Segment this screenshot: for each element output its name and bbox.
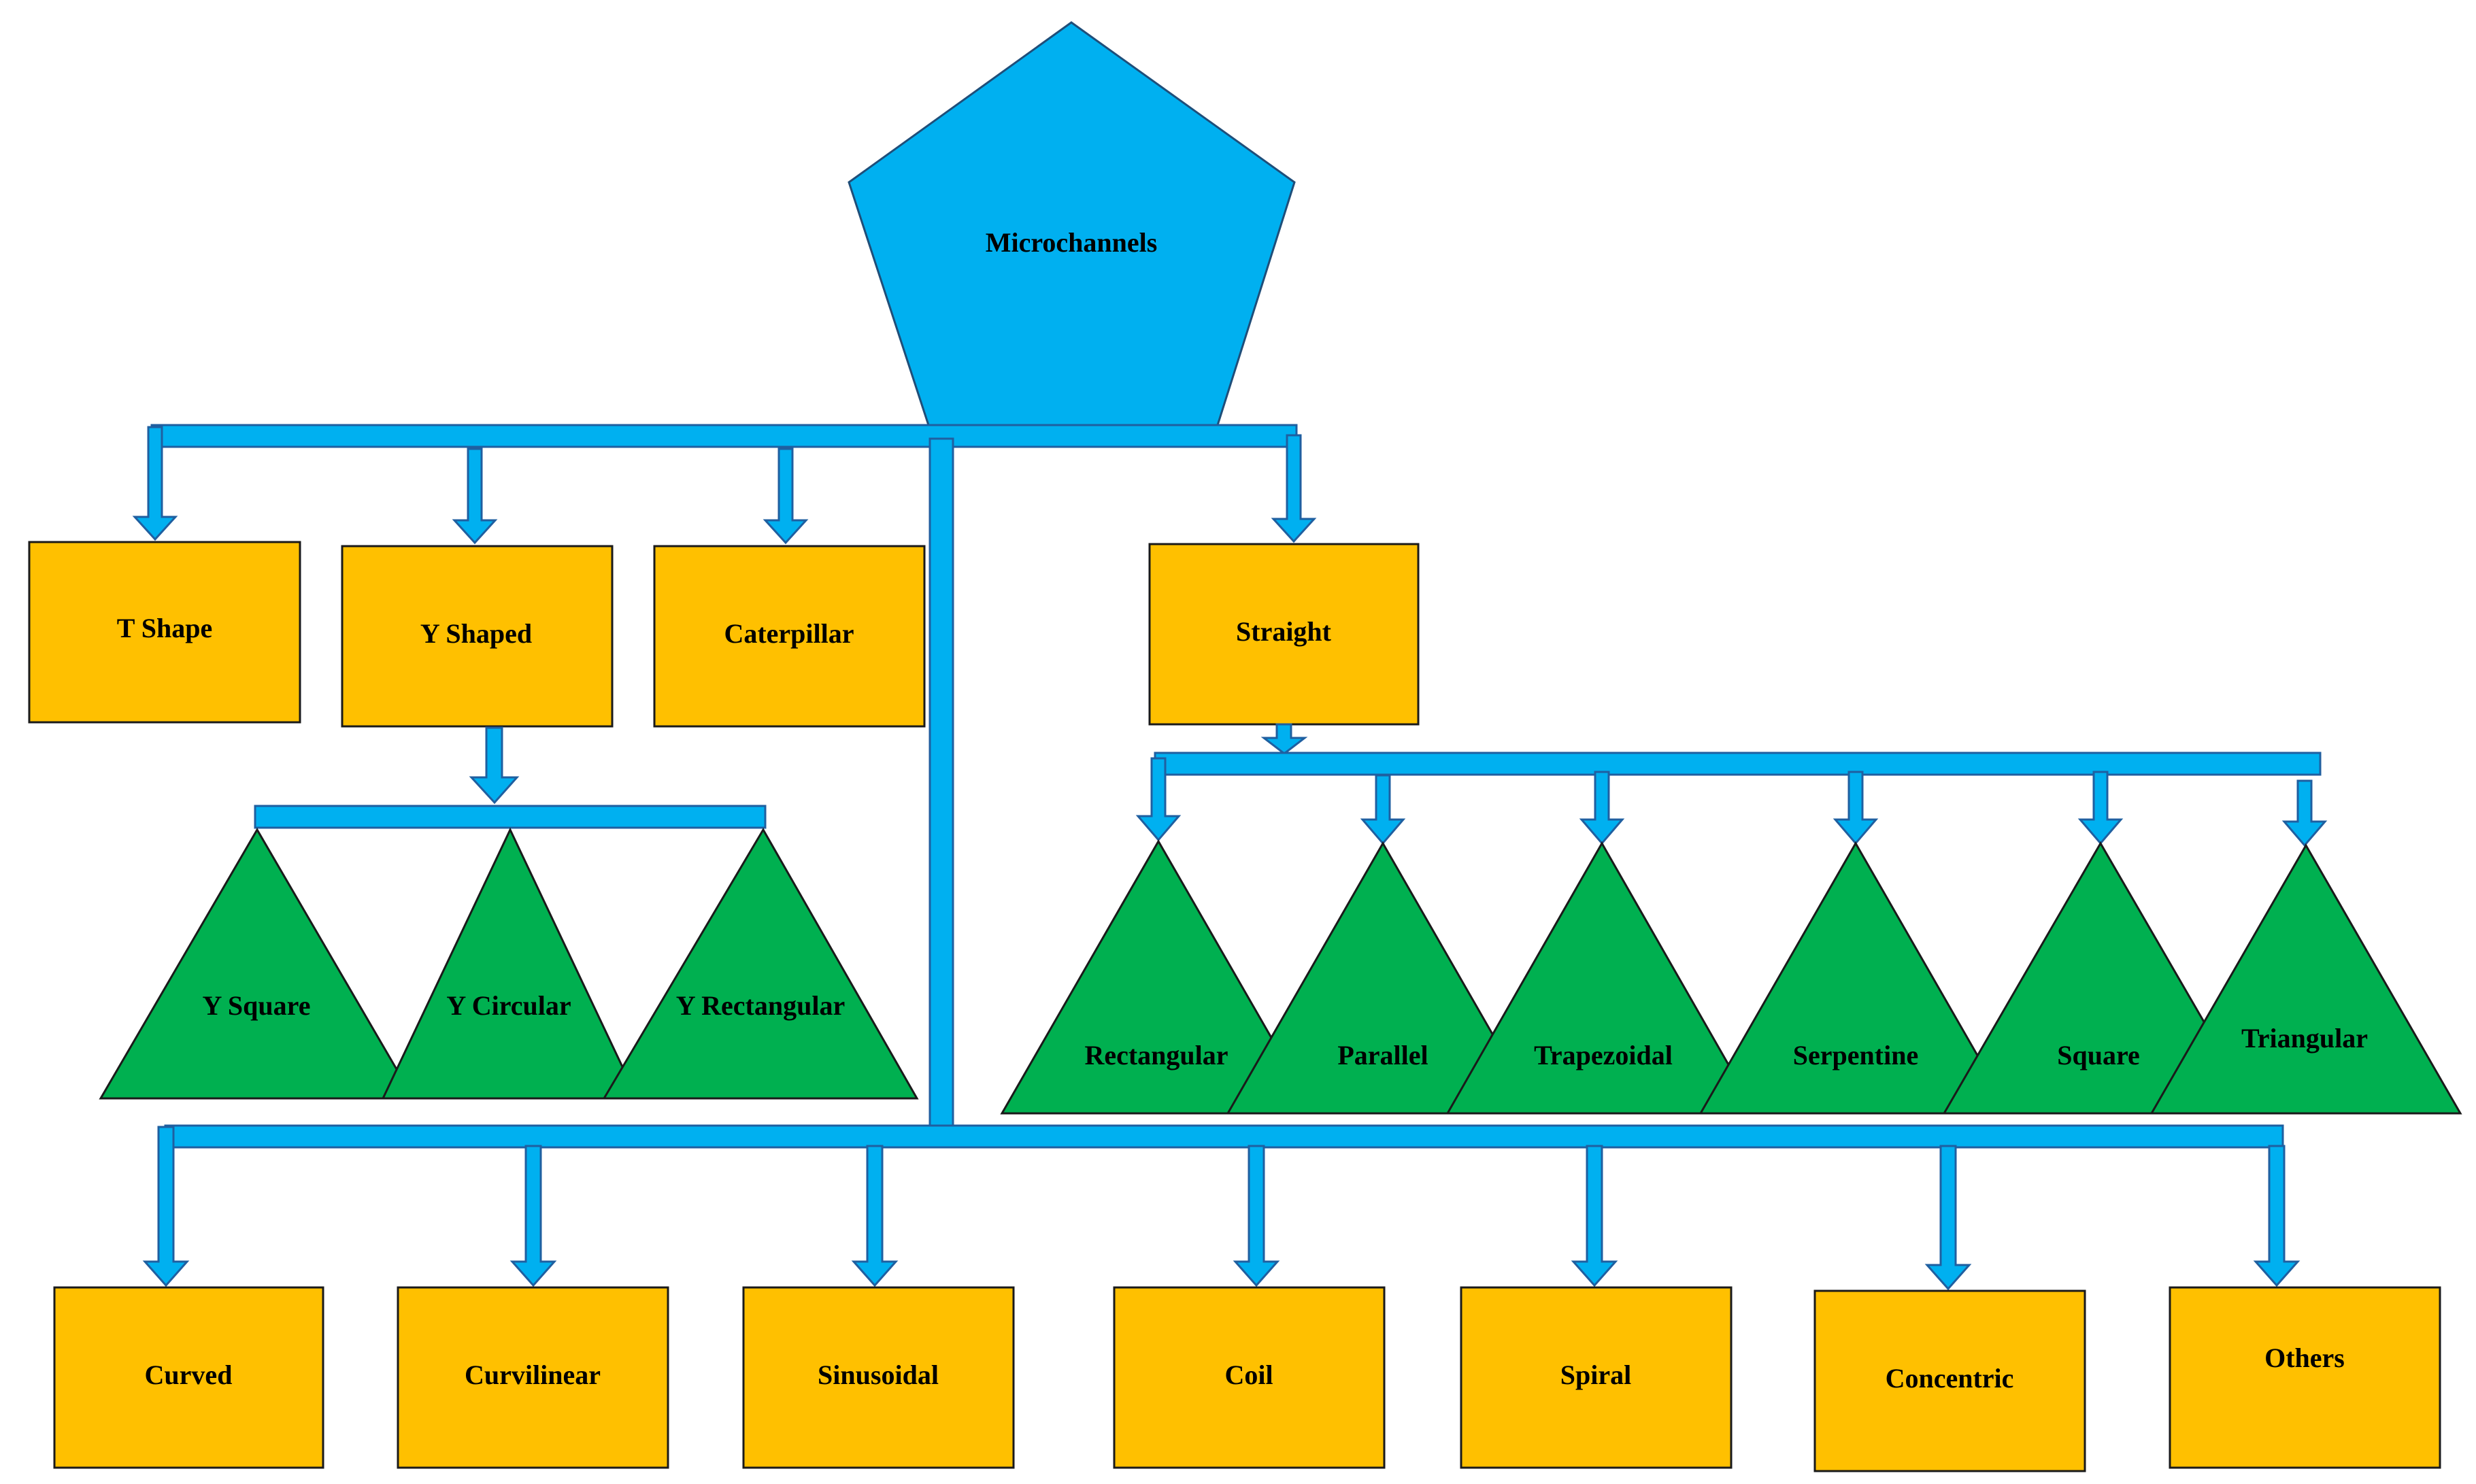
root-pentagon-shape bbox=[848, 21, 1296, 426]
t-shape-box bbox=[28, 541, 301, 724]
arrow-to-parallel bbox=[1360, 774, 1406, 845]
node-concentric: Concentric bbox=[1813, 1289, 2086, 1472]
arrow-to-spiral bbox=[1571, 1145, 1618, 1287]
parallel-triangle bbox=[1226, 841, 1540, 1115]
curvilinear-box bbox=[397, 1286, 669, 1469]
others-box bbox=[2169, 1286, 2441, 1469]
straight-children: Rectangular Parallel Trapezoidal Serpent… bbox=[1000, 839, 2462, 1115]
triangular-label: Triangular bbox=[2241, 1023, 2368, 1053]
curved-label: Curved bbox=[145, 1360, 233, 1390]
arrow-to-trapezoidal bbox=[1579, 771, 1625, 845]
node-trapezoidal: Trapezoidal bbox=[1445, 841, 1758, 1115]
node-rectangular: Rectangular bbox=[1000, 839, 1317, 1115]
arrow-to-caterpillar bbox=[763, 448, 809, 545]
node-serpentine: Serpentine bbox=[1699, 841, 2013, 1115]
serpentine-label: Serpentine bbox=[1793, 1040, 1918, 1070]
spiral-box bbox=[1460, 1286, 1733, 1469]
node-curvilinear: Curvilinear bbox=[397, 1286, 669, 1469]
arrow-to-serpentine bbox=[1833, 771, 1879, 845]
arrow-to-t-shape bbox=[132, 426, 178, 541]
y-rectangular-triangle bbox=[602, 828, 919, 1100]
straight-box bbox=[1148, 543, 1420, 726]
root-label: Microchannels bbox=[986, 227, 1158, 258]
spiral-label: Spiral bbox=[1560, 1360, 1631, 1390]
bottom-level-arrows bbox=[142, 1126, 2301, 1291]
serpentine-triangle bbox=[1699, 841, 2013, 1115]
y-rectangular-label: Y Rectangular bbox=[676, 990, 845, 1021]
bottom-level-nodes: Curved Curvilinear Sinusoidal Coil Spira… bbox=[53, 1286, 2441, 1472]
straight-label: Straight bbox=[1236, 616, 1332, 647]
top-level-arrows bbox=[132, 426, 1317, 545]
node-caterpillar: Caterpillar bbox=[653, 545, 926, 728]
arrow-to-square bbox=[2077, 771, 2124, 845]
node-t-shape: T Shape bbox=[28, 541, 301, 724]
arrow-to-others bbox=[2253, 1145, 2301, 1287]
concentric-box bbox=[1813, 1289, 2086, 1472]
top-level-nodes: T Shape Y Shaped Caterpillar Straight bbox=[28, 541, 1420, 728]
node-square: Square bbox=[1942, 841, 2259, 1115]
curved-box bbox=[53, 1286, 324, 1469]
node-y-square: Y Square bbox=[99, 828, 416, 1100]
arrow-to-curved bbox=[142, 1126, 190, 1287]
curvilinear-label: Curvilinear bbox=[465, 1360, 601, 1390]
arrow-y-shaped-down bbox=[469, 726, 520, 805]
rectangular-triangle bbox=[1000, 839, 1317, 1115]
node-parallel: Parallel bbox=[1226, 841, 1540, 1115]
node-curved: Curved bbox=[53, 1286, 324, 1469]
coil-label: Coil bbox=[1224, 1360, 1273, 1390]
node-spiral: Spiral bbox=[1460, 1286, 1733, 1469]
arrow-to-rectangular bbox=[1135, 757, 1182, 842]
sinusoidal-label: Sinusoidal bbox=[818, 1360, 939, 1390]
y-shaped-box bbox=[341, 545, 614, 728]
straight-child-arrows bbox=[1135, 757, 2328, 847]
y-shaped-connector-bar bbox=[254, 805, 767, 829]
concentric-label: Concentric bbox=[1886, 1363, 2014, 1394]
y-circular-label: Y Circular bbox=[446, 990, 571, 1021]
arrow-to-curvilinear bbox=[509, 1145, 557, 1287]
rectangular-label: Rectangular bbox=[1084, 1040, 1228, 1070]
node-y-shaped: Y Shaped bbox=[341, 545, 614, 728]
t-shape-label: T Shape bbox=[117, 613, 212, 643]
parallel-label: Parallel bbox=[1337, 1040, 1428, 1070]
node-sinusoidal: Sinusoidal bbox=[742, 1286, 1015, 1469]
arrow-straight-down bbox=[1260, 723, 1308, 755]
caterpillar-label: Caterpillar bbox=[724, 618, 854, 649]
sinusoidal-box bbox=[742, 1286, 1015, 1469]
arrow-to-concentric bbox=[1924, 1145, 1972, 1291]
caterpillar-box bbox=[653, 545, 926, 728]
straight-connector-bar bbox=[1154, 752, 2322, 776]
others-label: Others bbox=[2264, 1343, 2345, 1373]
node-coil: Coil bbox=[1113, 1286, 1386, 1469]
arrow-to-coil bbox=[1233, 1145, 1280, 1287]
node-y-rectangular: Y Rectangular bbox=[602, 828, 919, 1100]
y-square-label: Y Square bbox=[203, 990, 311, 1021]
root-node: Microchannels bbox=[848, 21, 1296, 426]
top-connector-bar bbox=[150, 424, 1298, 448]
node-others: Others bbox=[2169, 1286, 2441, 1469]
node-triangular: Triangular bbox=[2149, 843, 2462, 1115]
arrow-to-triangular bbox=[2281, 779, 2328, 847]
y-circular-triangle bbox=[381, 827, 639, 1100]
arrow-to-straight bbox=[1271, 434, 1317, 543]
trapezoidal-label: Trapezoidal bbox=[1534, 1040, 1673, 1070]
node-straight: Straight bbox=[1148, 543, 1420, 726]
node-y-circular: Y Circular bbox=[381, 827, 639, 1100]
y-shaped-children: Y Square Y Circular Y Rectangular bbox=[99, 827, 919, 1100]
coil-box bbox=[1113, 1286, 1386, 1469]
square-triangle bbox=[1942, 841, 2259, 1115]
y-shaped-label: Y Shaped bbox=[420, 618, 532, 649]
arrow-to-y-shaped bbox=[452, 448, 498, 545]
square-label: Square bbox=[2057, 1040, 2140, 1070]
central-vertical-connector bbox=[928, 437, 954, 1128]
y-square-triangle bbox=[99, 828, 416, 1100]
arrow-to-sinusoidal bbox=[851, 1145, 899, 1287]
bottom-connector-bar bbox=[164, 1124, 2284, 1149]
triangular-triangle bbox=[2149, 843, 2462, 1115]
trapezoidal-triangle bbox=[1445, 841, 1758, 1115]
